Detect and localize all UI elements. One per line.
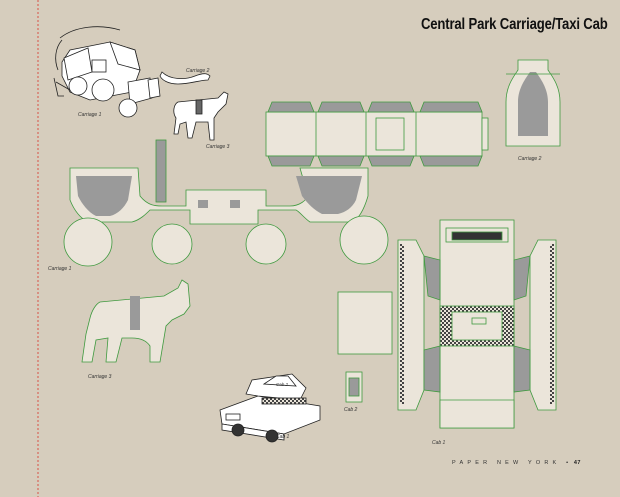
cab2-sign-cutout [345, 371, 363, 403]
label-carriage3-piece: Carriage 3 [88, 374, 112, 380]
cab1-assembled-illustration [219, 373, 321, 443]
label-carriage1-thumb: Carriage 1 [78, 112, 102, 118]
folio-text: PAPER NEW YORK [452, 460, 561, 466]
page-number: 47 [573, 460, 581, 466]
label-cab1-piece: Cab 1 [432, 440, 446, 446]
label-cab2-thumb: Cab 2 [276, 382, 289, 387]
page-folio: PAPER NEW YORK • 47 [452, 460, 581, 466]
carriage2-cutout [505, 59, 561, 147]
horse-assembled-illustration [173, 91, 229, 141]
label-cab1-thumb: Cab 1 [276, 434, 290, 440]
carriage1-assembled-illustration [53, 26, 161, 118]
page-title: Central Park Carriage/Taxi Cab [421, 16, 608, 33]
carriage3-horse-cutout [81, 279, 191, 363]
label-carriage1-piece: Carriage 1 [48, 266, 72, 272]
carriage1-body-net [63, 139, 389, 267]
label-cab2-piece: Cab 2 [344, 407, 358, 413]
label-carriage2-thumb: Carriage 2 [186, 68, 210, 74]
cab1-net [337, 219, 557, 429]
label-carriage3-thumb: Carriage 3 [206, 144, 230, 150]
label-carriage2-piece: Carriage 2 [518, 156, 542, 162]
folio-separator: • [566, 460, 569, 466]
carriage2-thumb-illustration [159, 71, 211, 85]
carriage1-box-net [265, 101, 489, 167]
